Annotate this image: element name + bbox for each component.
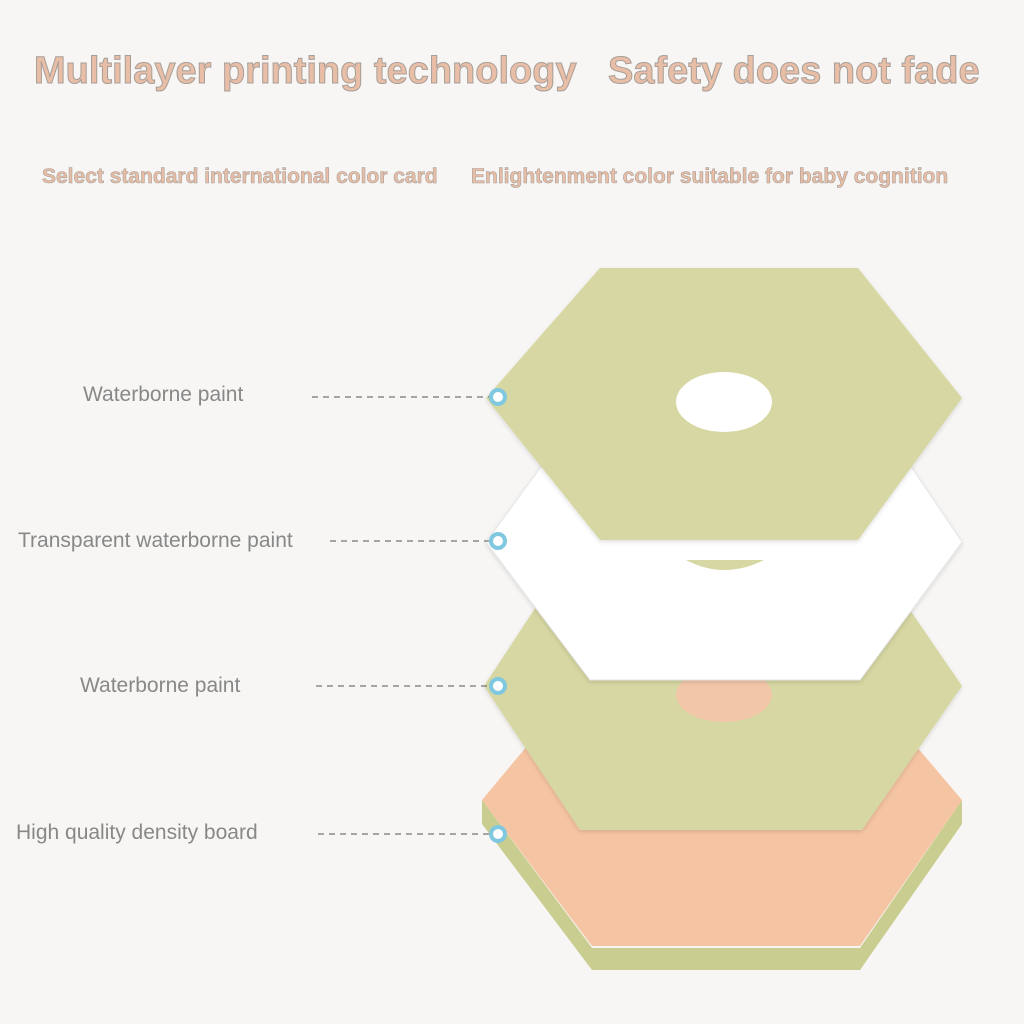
subline-color-card: Select standard international color card bbox=[42, 165, 438, 189]
marker-dot-3 bbox=[489, 677, 507, 695]
headline-safety: Safety does not fade bbox=[608, 50, 981, 93]
marker-dot-1 bbox=[489, 388, 507, 406]
subline-enlightenment: Enlightenment color suitable for baby co… bbox=[471, 165, 949, 189]
headline-multilayer: Multilayer printing technology bbox=[34, 50, 578, 93]
label-density-board: High quality density board bbox=[16, 821, 258, 844]
marker-dot-4 bbox=[489, 825, 507, 843]
label-transparent-waterborne-paint: Transparent waterborne paint bbox=[18, 529, 293, 552]
label-waterborne-paint-top: Waterborne paint bbox=[83, 383, 244, 406]
marker-dot-2 bbox=[489, 532, 507, 550]
transparent-layer-hole-glimpse bbox=[686, 560, 764, 570]
label-waterborne-paint-lower: Waterborne paint bbox=[80, 674, 241, 697]
top-layer-hole bbox=[676, 372, 772, 432]
lower-layer-hole bbox=[676, 668, 772, 722]
